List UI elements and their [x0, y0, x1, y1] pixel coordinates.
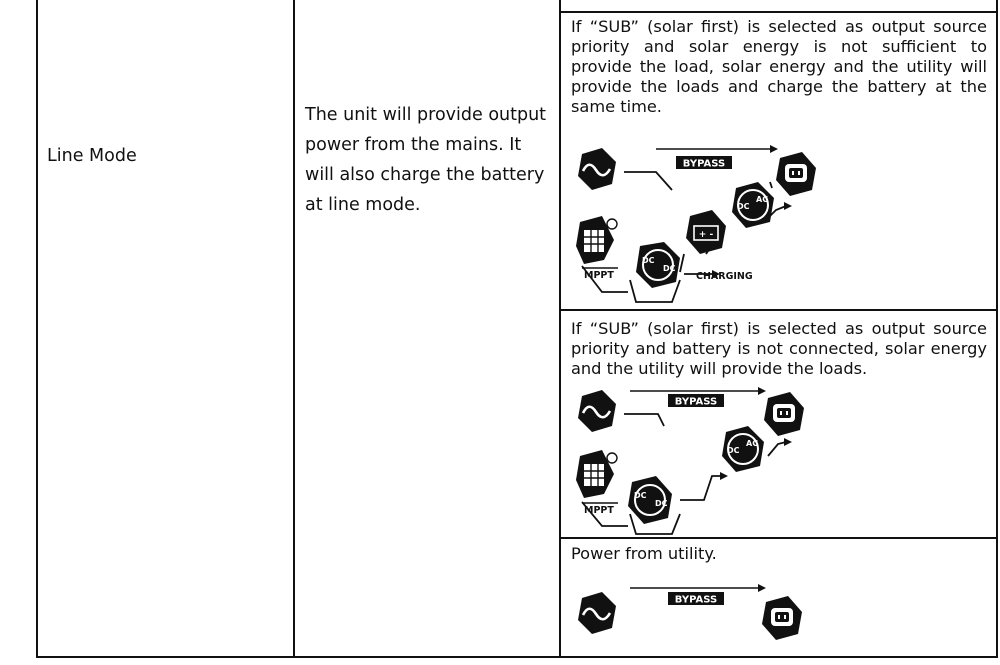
svg-text:AC: AC	[746, 439, 758, 448]
condition-1-text: If “SUB” (solar first) is selected as ou…	[571, 17, 987, 116]
battery-icon: + -	[686, 210, 726, 254]
bypass-label: BYPASS	[683, 159, 725, 170]
dc-dc-converter-icon: DC DC	[636, 242, 680, 288]
condition-2-text: If “SUB” (solar first) is selected as ou…	[571, 319, 987, 378]
table-border-bottom	[36, 656, 998, 658]
svg-text:DC: DC	[727, 446, 740, 455]
solar-panel-icon	[576, 216, 618, 264]
table-border-left	[36, 0, 38, 658]
output-socket-icon	[762, 596, 802, 640]
utility-ac-icon	[578, 390, 616, 432]
charging-label: CHARGING	[696, 271, 753, 282]
mppt-label: MPPT	[584, 270, 614, 281]
svg-text:AC: AC	[756, 195, 768, 204]
condition-2-diagram: BYPASS MPPT DC DC DC AC	[572, 384, 812, 535]
svg-text:DC: DC	[634, 491, 647, 500]
bypass-badge	[676, 156, 732, 169]
output-socket-icon	[776, 152, 816, 196]
mode-description: The unit will provide output power from …	[305, 105, 547, 215]
svg-text:DC: DC	[663, 264, 676, 273]
dc-ac-inverter-icon: DC AC	[722, 426, 764, 472]
condition-1-diagram: BYPASS MPPT DC DC	[572, 142, 816, 303]
svg-text:DC: DC	[737, 202, 750, 211]
output-socket-icon	[764, 392, 804, 436]
mode-name: Line Mode	[47, 146, 137, 166]
bypass-label: BYPASS	[675, 595, 717, 606]
condition-3-diagram: BYPASS	[572, 584, 812, 644]
bypass-badge	[668, 592, 724, 605]
svg-text:+ -: + -	[699, 230, 714, 240]
dc-ac-inverter-icon: DC AC	[732, 182, 774, 228]
solar-panel-icon	[576, 450, 618, 498]
mppt-label: MPPT	[584, 505, 614, 516]
subrow-divider-1	[559, 309, 998, 311]
table-divider-1	[293, 0, 295, 658]
dc-dc-converter-icon: DC DC	[628, 476, 672, 524]
bypass-label: BYPASS	[675, 397, 717, 408]
condition-3-text: Power from utility.	[571, 544, 717, 563]
table-divider-2	[559, 0, 561, 658]
bypass-badge	[668, 394, 724, 407]
utility-ac-icon	[578, 592, 616, 634]
utility-ac-icon	[578, 148, 616, 190]
svg-text:DC: DC	[655, 499, 668, 508]
subrow-divider-top	[559, 11, 998, 13]
subrow-divider-2	[559, 537, 998, 539]
svg-text:DC: DC	[642, 256, 655, 265]
table-border-right	[996, 0, 998, 658]
